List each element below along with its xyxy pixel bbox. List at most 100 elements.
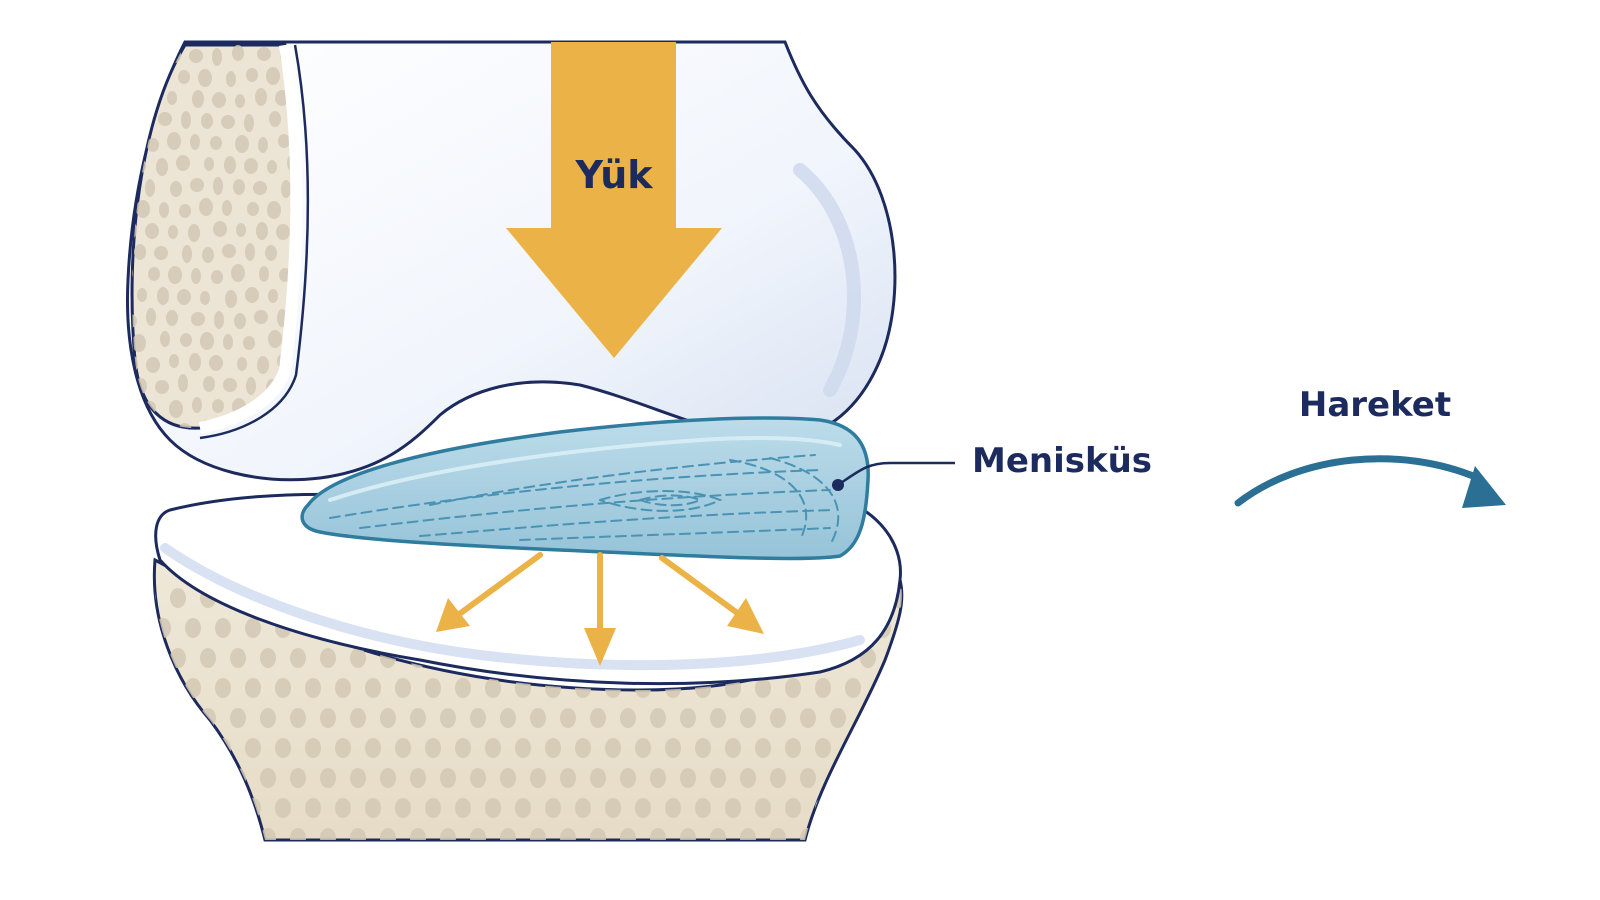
bone-pore [875,738,891,758]
bone-pore [136,200,150,218]
bone-pore [635,798,651,818]
bone-pore [170,588,186,608]
bone-pore [148,267,160,281]
meniscus-fiber [429,454,816,506]
bone-pore [269,111,281,127]
bone-pore [209,355,223,371]
bone-pore [222,200,232,216]
bone-pore [224,156,236,174]
bone-pore [440,708,456,728]
bone-pore [515,798,531,818]
bone-pore [725,738,741,758]
meniscus-fiber [359,489,831,529]
meniscus-top-highlight [328,435,842,502]
bone-pore [740,828,756,840]
meniscus-fiber-lines [329,454,840,546]
bone-pore [257,356,269,374]
bone-pore [230,708,246,728]
bone-pore [545,798,561,818]
bone-pore [590,708,606,728]
bone-pore [203,376,215,392]
bone-pore [485,738,501,758]
bone-pore [320,648,336,668]
bone-pore [785,738,801,758]
bone-pore [785,798,801,818]
bone-pore [199,198,213,216]
bone-pore [157,287,169,305]
motion-label: Hareket [1299,385,1451,425]
bone-pore [189,353,201,371]
bone-pore [500,768,516,788]
bone-pore [246,377,256,395]
bone-pore [275,678,291,698]
bone-pore [605,738,621,758]
bone-pore [305,798,321,818]
bone-pore [189,49,203,63]
bone-pore [875,678,891,698]
bone-pore [202,247,214,263]
bone-pore [246,68,258,82]
bone-pore [410,708,426,728]
bone-pore [168,266,182,284]
bone-pore [212,92,226,108]
bone-pore [167,91,177,105]
bone-pore [132,46,135,60]
bone-pore [168,225,178,239]
bone-pore [190,134,200,150]
bone-pore [147,138,159,152]
bone-pore [145,223,159,239]
bone-pore [154,828,156,840]
bone-pore [470,768,486,788]
bone-pore [305,738,321,758]
meniscus-body [300,416,870,561]
bone-pore [320,708,336,728]
bone-pore [515,678,531,698]
bone-pore [365,798,381,818]
bone-pore [695,798,711,818]
bone-pore [395,798,411,818]
bone-pore [530,768,546,788]
bone-pore [178,70,190,84]
bone-pore [192,90,204,108]
bone-pore [335,798,351,818]
bone-pore [740,768,756,788]
bone-pore [204,157,214,171]
bone-pore [185,678,201,698]
bone-pore [254,310,268,324]
bone-pore [365,738,381,758]
bone-pore [179,204,191,218]
bone-pore [560,708,576,728]
bone-pore [710,768,726,788]
bone-pore [145,179,155,197]
bone-pore [650,828,666,840]
bone-pore [253,181,267,195]
bone-pore [260,768,276,788]
bone-pore [845,678,861,698]
bone-pore [192,397,202,413]
bone-pore [275,798,291,818]
bone-pore [350,708,366,728]
bone-pore [260,828,276,840]
bone-pore [170,828,186,840]
arrow-spread-icon-left [436,552,543,632]
bone-pore [245,738,261,758]
bone-pore [515,738,531,758]
bone-pore [223,378,237,392]
bone-pore [770,708,786,728]
bone-pore [470,708,486,728]
bone-pore [665,738,681,758]
bone-pore [425,678,441,698]
bone-pore [815,678,831,698]
bone-pore [134,244,146,260]
bone-pore [890,648,902,668]
bone-pore [226,71,236,87]
bone-pore [155,798,171,818]
bone-pore [138,422,148,429]
bone-pore [380,768,396,788]
bone-pore [485,798,501,818]
bone-pore [335,738,351,758]
bone-pore [146,308,156,326]
bone-pore [620,768,636,788]
bone-pore [132,92,136,110]
